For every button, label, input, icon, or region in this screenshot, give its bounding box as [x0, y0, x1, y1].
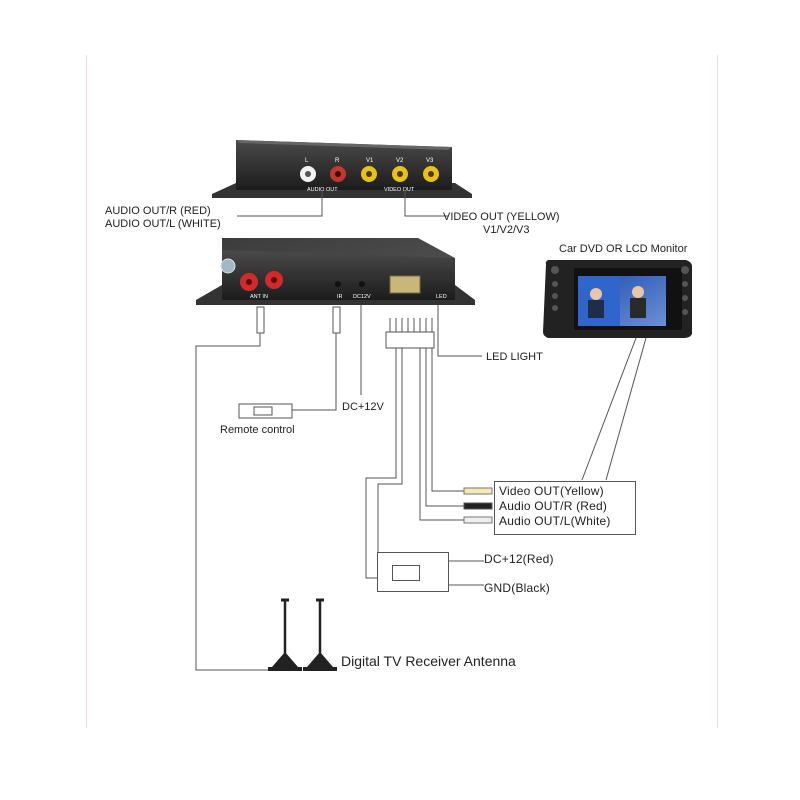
audio-out-r-red-label: Audio OUT/R (Red) — [499, 499, 608, 513]
video-out-label-text: VIDEO OUT (YELLOW) — [443, 211, 560, 223]
jack-label-l: L — [305, 158, 309, 164]
ir-label: IR — [337, 294, 343, 300]
video-channels-label: V1/V2/V3 — [483, 224, 530, 236]
rca-plug-video — [463, 487, 493, 495]
rca-jack-red — [330, 166, 346, 182]
remote-control-receiver — [238, 403, 293, 419]
led-indicator — [220, 258, 236, 274]
ant-in-connector-1 — [240, 273, 258, 291]
page-frame — [86, 55, 718, 728]
jack-label-v2: V2 — [396, 158, 404, 164]
led-light-label: LED LIGHT — [486, 351, 543, 363]
gnd-black-label: GND(Black) — [484, 581, 551, 595]
rca-jack-yellow-v3 — [423, 166, 439, 182]
remote-control-label: Remote control — [220, 424, 295, 436]
jack-label-r: R — [335, 158, 340, 164]
audio-out-r-label: AUDIO OUT/R (RED) — [105, 205, 211, 217]
monitor-label: Car DVD OR LCD Monitor — [559, 243, 688, 255]
av-port-connector — [389, 275, 421, 294]
jack-label-v3: V3 — [426, 158, 434, 164]
car-monitor — [543, 260, 692, 338]
antenna-label: Digital TV Receiver Antenna — [341, 653, 516, 669]
video-out-label: VIDEO OUT — [384, 187, 415, 193]
led-port-label: LED — [436, 294, 447, 300]
audio-out-label: AUDIO OUT — [307, 187, 338, 193]
rca-plug-audio-l — [463, 516, 493, 524]
dc12v-label: DC+12V — [342, 401, 384, 413]
dc12-red-label: DC+12(Red) — [484, 552, 554, 566]
connection-lines — [195, 190, 647, 671]
audio-out-l-white-label: Audio OUT/L(White) — [499, 514, 611, 528]
rca-jack-yellow-v2 — [392, 166, 408, 182]
rca-plug-audio-r — [463, 502, 493, 510]
output-jack-box — [494, 481, 636, 535]
jack-label-v1: V1 — [366, 158, 374, 164]
power-plug — [392, 565, 420, 581]
rca-jack-white — [300, 166, 316, 182]
ant-in-connector-2 — [265, 271, 283, 289]
audio-out-l-label: AUDIO OUT/L (WHITE) — [105, 218, 221, 230]
dc-port — [359, 281, 365, 287]
ir-port — [335, 281, 341, 287]
antenna-2 — [303, 652, 337, 671]
device-rear-view: L R V1 V2 V3 AUDIO OUT VIDEO OUT — [212, 140, 472, 198]
rca-jack-yellow-v1 — [361, 166, 377, 182]
power-connector-box — [377, 552, 449, 592]
dc-label: DC12V — [353, 294, 371, 300]
device-front-view: ANT IN IR DC12V LED — [196, 238, 475, 305]
video-out-yellow-label: Video OUT(Yellow) — [499, 484, 604, 498]
ant-in-label: ANT IN — [250, 294, 268, 300]
antenna-1 — [268, 652, 302, 671]
